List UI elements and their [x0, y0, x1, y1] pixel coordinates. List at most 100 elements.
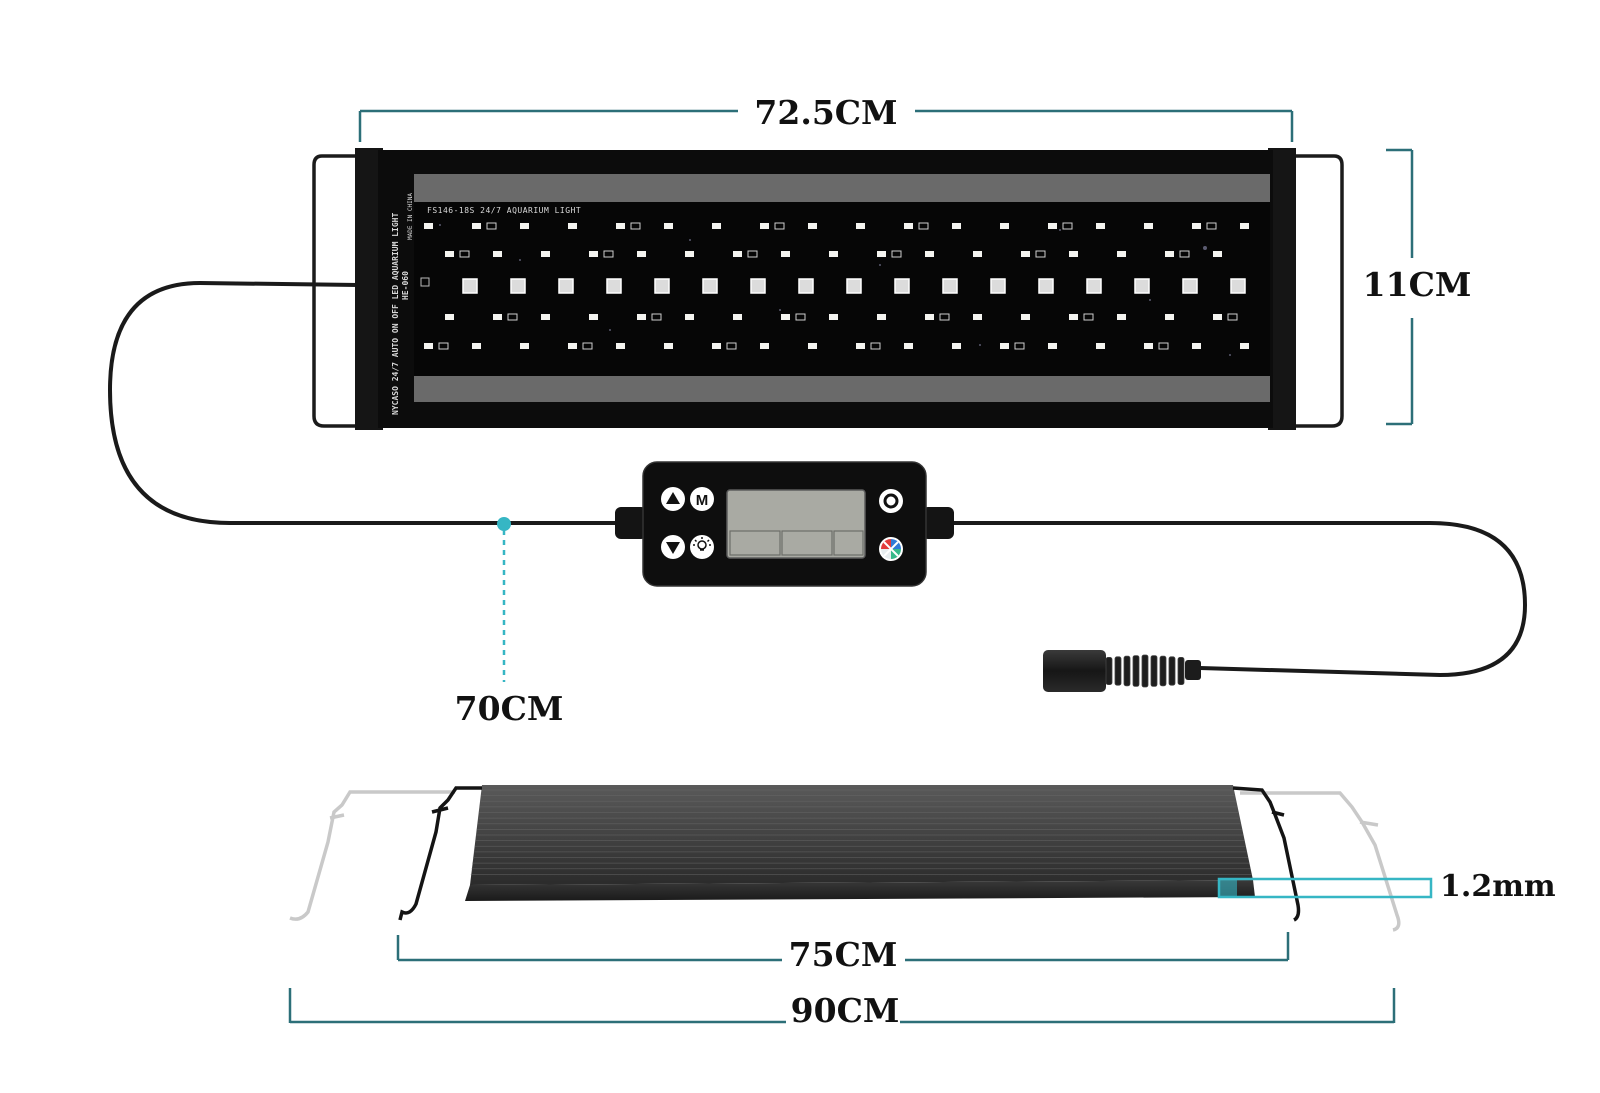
- led-chip: [990, 278, 1006, 294]
- led-chip: [925, 313, 950, 321]
- led-chip: [877, 250, 902, 258]
- dimension-height: 11CM: [1363, 148, 1471, 426]
- led-chip: [942, 278, 958, 294]
- panel-specks: [439, 224, 1231, 356]
- left-bracket-wire: [312, 154, 358, 428]
- led-chip: [760, 343, 769, 349]
- side-print-origin: MADE IN CHINA: [407, 193, 414, 240]
- color-mode-button[interactable]: [879, 537, 903, 561]
- led-chip: [1096, 343, 1105, 349]
- lcd-segment-2: [781, 530, 833, 556]
- led-chip: [781, 251, 790, 257]
- led-chip: [637, 251, 646, 257]
- model-print: FS146-18S 24/7 AQUARIUM LIGHT: [427, 206, 581, 215]
- led-chip: [664, 223, 673, 229]
- rgb-color-icon: [881, 539, 901, 559]
- led-chip: [712, 342, 737, 350]
- dimension-bracket-max: 90CM: [288, 988, 1396, 1030]
- controller-right-boot: [922, 507, 954, 539]
- lcd-segment-1: [729, 530, 781, 556]
- led-chip: [1213, 251, 1222, 257]
- plug-tip: [1043, 650, 1106, 692]
- led-chip: [798, 278, 814, 294]
- led-chip: [541, 314, 550, 320]
- led-chip: [1134, 278, 1150, 294]
- led-chip: [1182, 278, 1198, 294]
- led-chip: [829, 314, 838, 320]
- plug-ribs: [1105, 654, 1185, 688]
- power-cable: [107, 280, 1528, 678]
- bottom-reflector: [414, 376, 1270, 402]
- led-array: [424, 222, 1249, 350]
- bracket-max-label: 90CM: [791, 991, 900, 1030]
- led-chip: [1000, 223, 1009, 229]
- plug-rib: [1132, 655, 1140, 687]
- led-chip: [664, 343, 673, 349]
- controller-left-boot: [615, 507, 647, 539]
- plug-rib: [1177, 657, 1185, 686]
- led-chip: [952, 223, 961, 229]
- led-chip: [894, 278, 910, 294]
- led-chip: [1117, 314, 1126, 320]
- fixture-bottom-view: 1.2mm: [289, 785, 1556, 932]
- led-chip: [808, 223, 817, 229]
- led-chip: [904, 222, 929, 230]
- top-reflector: [414, 174, 1270, 202]
- bracket-wire: [398, 786, 1301, 922]
- led-chip: [493, 251, 502, 257]
- led-chip: [424, 223, 433, 229]
- thickness-label: 1.2mm: [1440, 869, 1556, 904]
- led-chip: [445, 314, 454, 320]
- led-chip: [589, 314, 598, 320]
- led-chip: [1165, 314, 1174, 320]
- led-chip: [541, 251, 550, 257]
- led-chip: [712, 223, 721, 229]
- brightness-button[interactable]: [690, 535, 714, 559]
- up-button[interactable]: [661, 487, 685, 511]
- led-chip: [702, 278, 718, 294]
- dimension-length: 72.5CM: [358, 93, 1294, 142]
- led-chip: [856, 223, 865, 229]
- plug-rib: [1141, 654, 1149, 688]
- led-chip: [733, 314, 742, 320]
- led-chip: [616, 343, 625, 349]
- led-chip: [1240, 223, 1249, 229]
- up-arrow-icon: [666, 492, 680, 504]
- led-chip: [568, 223, 577, 229]
- plug-tail: [1185, 660, 1201, 680]
- led-chip: [925, 251, 934, 257]
- led-chip: [952, 343, 961, 349]
- led-chip: [750, 278, 766, 294]
- led-chip: [1192, 343, 1201, 349]
- led-chip: [1144, 223, 1153, 229]
- led-chip: [846, 278, 862, 294]
- led-chip: [1165, 250, 1190, 258]
- led-chip: [1240, 343, 1249, 349]
- led-chip: [1086, 278, 1102, 294]
- led-chip: [637, 313, 662, 321]
- lcd-segment-3: [833, 530, 864, 556]
- led-chip: [493, 313, 518, 321]
- power-button[interactable]: [879, 489, 903, 513]
- led-chip: [1192, 222, 1217, 230]
- mode-button[interactable]: M: [690, 487, 714, 511]
- led-chip: [520, 343, 529, 349]
- led-chip: [781, 313, 806, 321]
- led-chip: [1048, 343, 1057, 349]
- led-chip: [1021, 250, 1046, 258]
- side-print-model: HE-060: [401, 271, 410, 300]
- led-chip: [654, 278, 670, 294]
- dc-plug: [1043, 650, 1201, 692]
- led-chip: [472, 343, 481, 349]
- led-chip: [733, 250, 758, 258]
- plug-rib: [1123, 655, 1131, 687]
- down-button[interactable]: [661, 535, 685, 559]
- led-chip: [1117, 251, 1126, 257]
- side-print-brand: NYCASO 24/7 AUTO ON OFF LED AQUARIUM LIG…: [391, 213, 400, 415]
- led-chip: [1230, 278, 1246, 294]
- led-chip: [1048, 222, 1073, 230]
- plug-rib: [1150, 655, 1158, 687]
- led-fixture: FS146-18S 24/7 AQUARIUM LIGHT NYCASO 24/…: [312, 148, 1344, 430]
- length-label: 72.5CM: [754, 93, 897, 132]
